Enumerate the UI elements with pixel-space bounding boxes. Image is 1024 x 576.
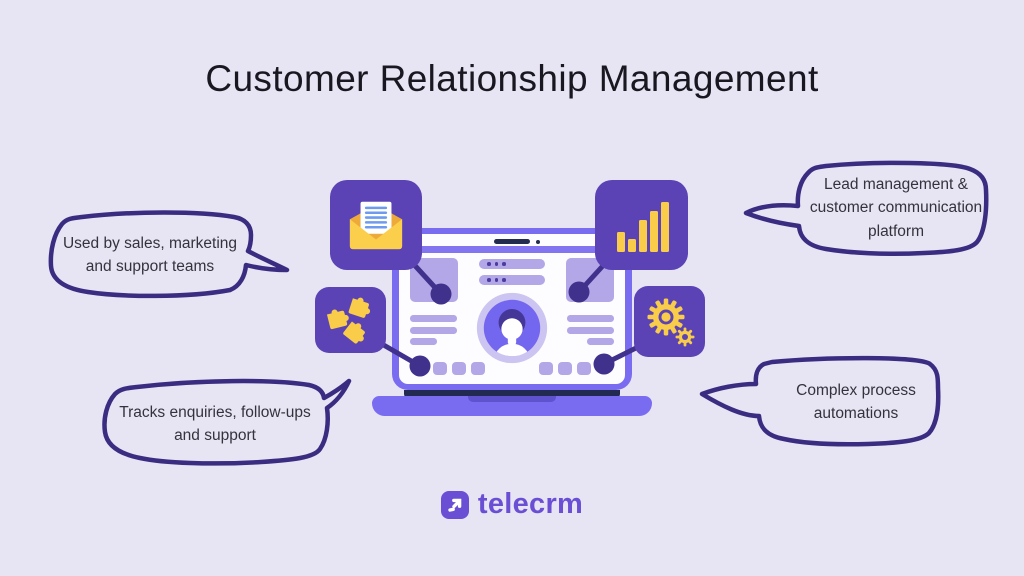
tile-email bbox=[330, 180, 422, 270]
puzzle-icon bbox=[326, 297, 370, 344]
speech-bubble-outline bbox=[699, 355, 941, 447]
laptop-base bbox=[372, 396, 652, 416]
brand-logo: telecrm bbox=[0, 488, 1024, 521]
laptop-base-notch bbox=[468, 396, 556, 402]
screen-text-line bbox=[410, 338, 437, 345]
screen-thumbnail bbox=[558, 362, 572, 375]
bubble-tracks: Tracks enquiries, follow-ups and support bbox=[93, 376, 353, 474]
screen-text-line bbox=[587, 338, 614, 345]
logo-mark bbox=[440, 490, 469, 519]
screen-toolbar-bar bbox=[399, 246, 625, 253]
person-avatar bbox=[476, 292, 548, 364]
bubble-text: Tracks enquiries, follow-ups and support bbox=[119, 403, 311, 444]
camera-dot bbox=[536, 240, 540, 244]
screen-list-row bbox=[479, 259, 545, 269]
screen-thumbnail bbox=[471, 362, 485, 375]
camera-speaker-pill bbox=[494, 239, 530, 244]
bubble-used-by: Used by sales, marketing and support tea… bbox=[40, 208, 292, 306]
bubble-text: Used by sales, marketing and support tea… bbox=[62, 234, 238, 275]
screen-text-line bbox=[567, 315, 614, 322]
envelope-icon bbox=[349, 201, 403, 250]
page-title: Customer Relationship Management bbox=[205, 58, 819, 99]
arrow-up-right-icon bbox=[448, 498, 462, 512]
tile-integrations bbox=[315, 287, 386, 353]
laptop-hinge bbox=[404, 390, 620, 398]
screen-list-row bbox=[479, 275, 545, 285]
screen-text-line bbox=[567, 327, 614, 334]
screen-text-line bbox=[410, 315, 457, 322]
bar-chart-icon bbox=[616, 202, 669, 252]
screen-text-line bbox=[410, 327, 457, 334]
tile-analytics bbox=[595, 180, 688, 270]
bubble-automations: Complex process automations bbox=[692, 354, 944, 452]
screen-thumbnail bbox=[452, 362, 466, 375]
logo-text: telecrm bbox=[477, 488, 584, 520]
bubble-text: Complex process automations bbox=[796, 381, 916, 422]
screen-thumbnail bbox=[433, 362, 447, 375]
bubble-text: Lead management & customer communication… bbox=[809, 176, 983, 240]
bubble-lead-management: Lead management & customer communication… bbox=[740, 158, 992, 258]
speech-bubble-outline bbox=[102, 378, 352, 466]
speech-bubble-outline bbox=[743, 160, 989, 257]
screen-thumbnail bbox=[577, 362, 591, 375]
tile-automation bbox=[634, 286, 705, 357]
speech-bubble-outline bbox=[48, 210, 290, 299]
laptop-screen bbox=[399, 234, 625, 384]
gears-icon bbox=[647, 298, 694, 346]
screen-thumbnail bbox=[539, 362, 553, 375]
